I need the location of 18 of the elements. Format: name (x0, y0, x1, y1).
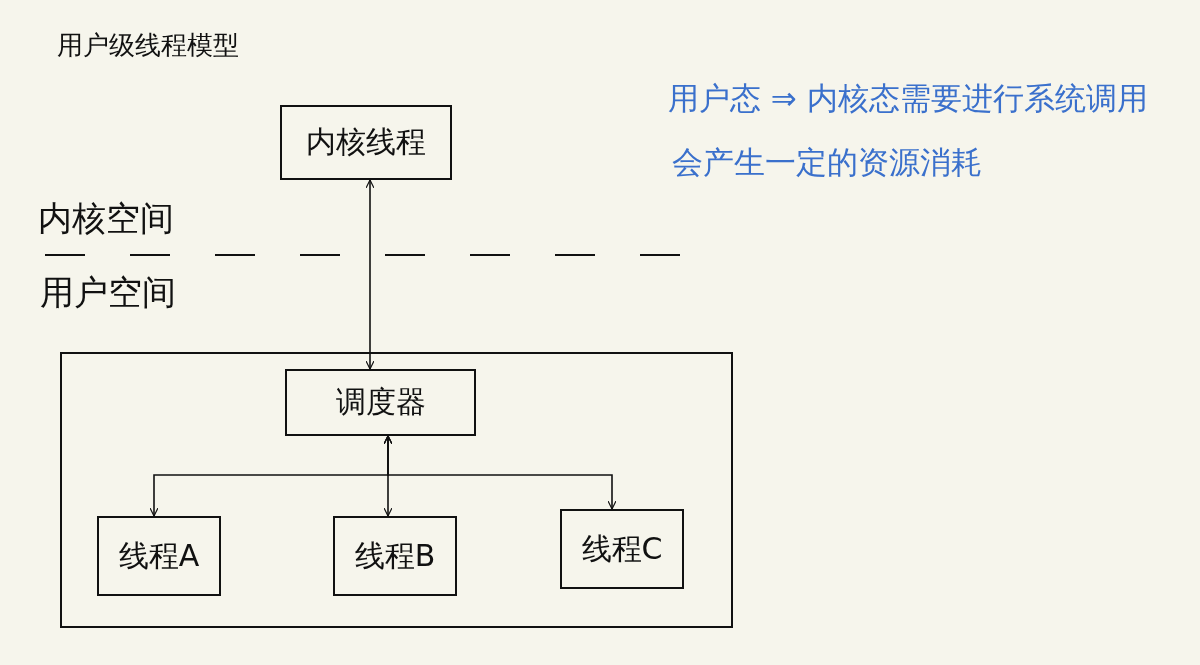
section-label: 内核空间 (38, 197, 174, 240)
arrow (365, 179, 375, 370)
node-label: 调度器 (335, 383, 426, 421)
diagram-title: 用户级线程模型 (57, 29, 239, 62)
handwritten-note: 会产生一定的资源消耗 (672, 143, 982, 182)
section-label: 用户空间 (40, 271, 176, 314)
arrow (383, 435, 617, 510)
thread-box (97, 516, 221, 596)
thread-box (560, 509, 684, 589)
node-label: 线程C (581, 529, 663, 568)
process-box (285, 369, 476, 436)
process-box (280, 105, 452, 180)
node-label: 内核线程 (306, 123, 426, 161)
user-space-box (60, 352, 733, 628)
node-label: 线程A (118, 536, 200, 575)
node-label: 线程B (354, 536, 436, 575)
thread-box (333, 516, 457, 596)
handwritten-note: 用户态 ⇒ 内核态需要进行系统调用 (668, 79, 1148, 118)
